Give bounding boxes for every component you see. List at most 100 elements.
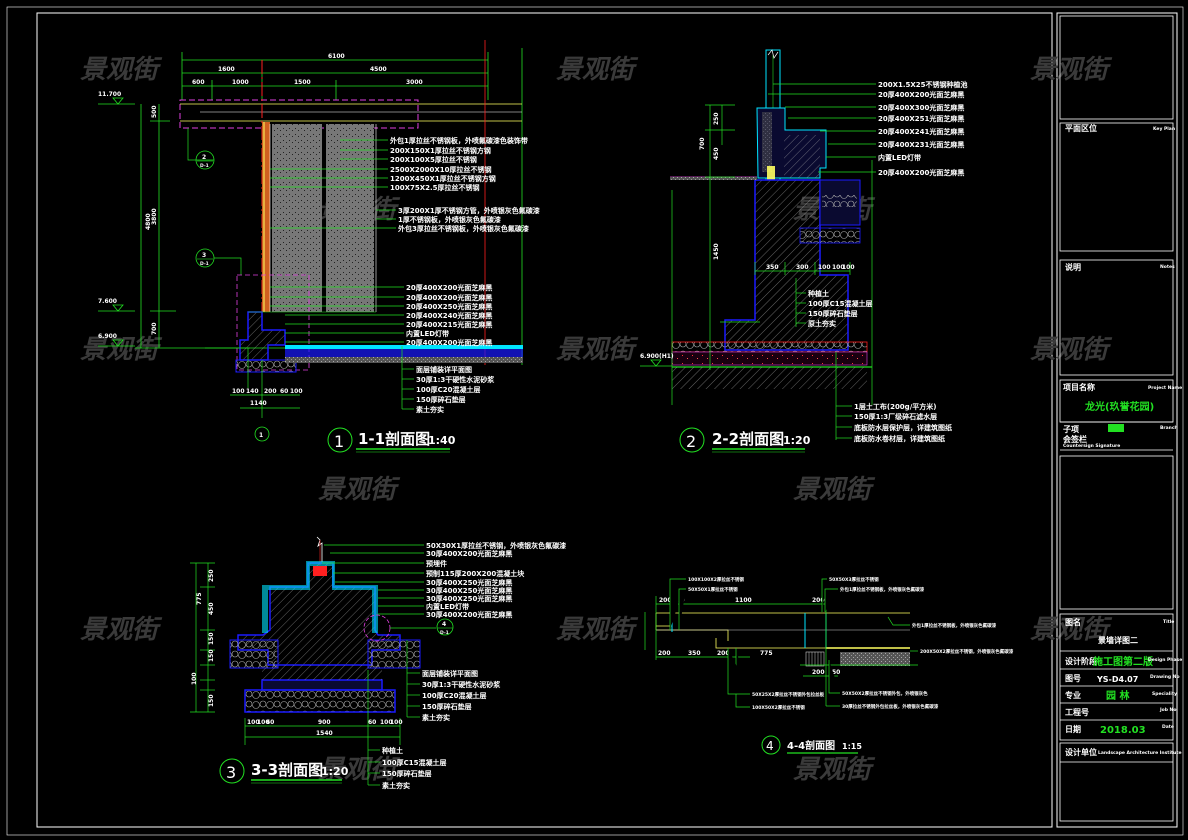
watermark: 景观街 xyxy=(793,475,876,505)
designer-en: Landscape Architecture Institute xyxy=(1098,750,1182,756)
dim-label: 100 xyxy=(842,264,855,271)
s3-callout-4[interactable]: 4 D-1 xyxy=(363,614,454,642)
s1-axis-marker: 1 xyxy=(254,426,270,442)
material-label: 150厚1:3厂级碎石滤水层 xyxy=(854,412,937,421)
material-label: 种植土 xyxy=(807,289,829,298)
material-label: 150厚碎石垫层 xyxy=(382,769,432,778)
watermark: 景观街 xyxy=(318,475,401,505)
branch-en: Branch xyxy=(1160,425,1178,431)
dim-label: 200 xyxy=(812,669,825,676)
material-label: 30厚1:3干硬性水泥砂浆 xyxy=(416,375,495,384)
dim-label: 100 xyxy=(818,264,831,271)
dim-label: 350 xyxy=(688,650,701,657)
logo-box xyxy=(1059,15,1174,120)
specialty-value: 园 林 xyxy=(1106,689,1130,702)
project-name-label: 项目名称 xyxy=(1063,382,1095,392)
dim-label: 775 xyxy=(196,592,203,605)
dim-label: 100 xyxy=(232,388,245,395)
dim-label: 450 xyxy=(713,147,720,160)
material-label: 200X100X5厚拉丝不锈钢 xyxy=(390,155,477,164)
watermark: 景观街 xyxy=(556,55,639,85)
s1-elevation-markers: 11.700 7.600 6.900 xyxy=(98,91,135,347)
material-label: 底板防水卷材层，详建筑图纸 xyxy=(854,434,945,443)
dim-label: 1100 xyxy=(735,597,752,604)
section-title: 2-2剖面图 xyxy=(712,430,784,448)
material-label: 内置LED灯带 xyxy=(426,602,469,611)
dim-label: 50 xyxy=(832,669,840,676)
material-label: 100厚C15混凝土层 xyxy=(382,758,447,767)
specialty-en: Speciality xyxy=(1152,691,1177,697)
material-label: 30厚400X200光面芝麻黑 xyxy=(426,549,512,558)
callout-ref: D-1 xyxy=(440,630,449,636)
date-en: Date xyxy=(1162,724,1174,730)
material-label: 50X30X1厚拉丝不锈钢，外喷银灰色氟碳漆 xyxy=(426,541,566,550)
material-label: 种植土 xyxy=(381,746,403,755)
material-label: 20厚400X200光面芝麻黑 xyxy=(878,168,964,177)
material-label: 200X50X2厚拉丝不锈钢，外喷银灰色氟碳漆 xyxy=(920,648,1014,655)
material-label: 预埋件 xyxy=(426,559,447,568)
section-title: 3-3剖面图 xyxy=(251,761,323,779)
material-label: 内置LED灯带 xyxy=(878,153,921,162)
material-label: 内置LED灯带 xyxy=(406,329,449,338)
watermark: 景观街 xyxy=(80,335,163,365)
dim-label: 150 xyxy=(208,649,215,662)
s1-callout-3[interactable]: 3 D-1 xyxy=(195,248,242,275)
dim-label: 150 xyxy=(208,694,215,707)
material-label: 素土夯实 xyxy=(382,781,410,790)
material-label: 20厚400X251光面芝麻黑 xyxy=(878,114,964,123)
section-1-1: 6100 1600 4500 600 1000 1500 3000 11.700… xyxy=(98,40,540,453)
dim-label: 4500 xyxy=(370,66,387,73)
s1-title: 1 1-1剖面图 1:40 xyxy=(327,427,456,453)
design-phase-en: Design Phase xyxy=(1148,657,1182,663)
dim-label: 100 xyxy=(290,388,303,395)
material-label: 20厚400X200光面芝麻黑 xyxy=(878,90,964,99)
dim-label: 200 xyxy=(658,650,671,657)
s3-title: 3 3-3剖面图 1:20 xyxy=(219,758,349,784)
material-label: 素土夯实 xyxy=(422,713,450,722)
drawing-border xyxy=(36,12,1053,828)
dim-label: 1600 xyxy=(218,66,235,73)
dim-label: 1540 xyxy=(316,730,333,737)
key-plan-en: Key Plan xyxy=(1153,126,1175,132)
dim-label: 100 xyxy=(257,719,270,726)
section-3-3: 250 775 450 150 150 150 100 100 100 60 9… xyxy=(190,536,566,790)
material-label: 50X50X1厚拉丝不锈钢 xyxy=(688,586,738,593)
key-plan-label: 平面区位 xyxy=(1065,123,1097,133)
s1-callout-2[interactable]: 2 D-1 xyxy=(187,128,215,170)
dim-label: 60 xyxy=(280,388,288,395)
notes-box xyxy=(1059,259,1174,376)
job-no-en: Job No xyxy=(1159,707,1176,713)
signature-en: Countersign Signature xyxy=(1063,443,1120,449)
dim-label: 600 xyxy=(192,79,205,86)
section-scale: 1:20 xyxy=(783,434,811,447)
watermark: 景观街 xyxy=(1030,335,1113,365)
job-no-label: 工程号 xyxy=(1065,707,1089,717)
material-label: 200X1.5X25不锈钢种植池 xyxy=(878,80,968,89)
dim-label: 200 xyxy=(659,597,672,604)
s2-elevation-marker: 6.900(H1) xyxy=(640,353,674,367)
section-scale: 1:15 xyxy=(842,742,862,751)
dim-label: 100 xyxy=(247,719,260,726)
designer-box xyxy=(1059,742,1174,822)
title-en: Title xyxy=(1163,619,1174,625)
dim-label: 250 xyxy=(208,569,215,582)
material-label: 外包1厚拉丝不锈钢板，外喷氟碳漆色装饰带 xyxy=(390,136,528,145)
material-label: 50X50X2厚拉丝不锈钢外包，外喷银灰色 xyxy=(842,690,928,697)
material-label: 1层土工布(200g/平方米) xyxy=(854,402,936,411)
material-label: 150厚碎石垫层 xyxy=(416,395,466,404)
material-label: 20厚400X200光面芝麻黑 xyxy=(406,293,492,302)
material-label: 素土夯实 xyxy=(416,405,444,414)
dim-label: 200 xyxy=(717,650,730,657)
dim-label: 775 xyxy=(760,650,773,657)
project-name-value: 龙光(玖誉花园) xyxy=(1084,400,1154,413)
dim-label: 60 xyxy=(368,719,376,726)
material-label: 外包1厚拉丝不锈钢板，外喷银灰色氟碳漆 xyxy=(912,622,997,629)
dim-label: 200 xyxy=(812,597,825,604)
callout-ref: D-1 xyxy=(200,163,209,169)
material-label: 30厚拉丝不锈钢外包拉丝板，外喷银灰色氟碳漆 xyxy=(842,703,939,710)
material-label: 20厚400X200光面芝麻黑 xyxy=(406,283,492,292)
watermark: 景观街 xyxy=(80,55,163,85)
notes-label: 说明 xyxy=(1065,262,1081,272)
material-label: 底板防水层保护层，详建筑图纸 xyxy=(854,423,952,432)
